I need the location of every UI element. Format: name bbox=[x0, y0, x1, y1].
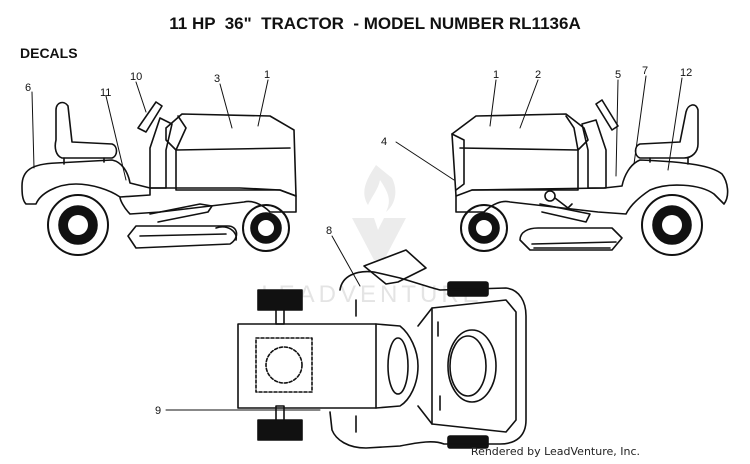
callout-10: 10 bbox=[130, 71, 142, 83]
diagram-title: 11 HP 36" TRACTOR - MODEL NUMBER RL1136A bbox=[169, 14, 581, 33]
section-label: DECALS bbox=[20, 45, 78, 61]
callout-1-right: 1 bbox=[493, 69, 499, 81]
top-rear-tire-upper bbox=[257, 289, 303, 311]
top-chute bbox=[363, 249, 427, 285]
left-side-view: 6 11 10 3 1 bbox=[21, 69, 297, 256]
callout-9: 9 bbox=[155, 405, 161, 417]
left-body bbox=[21, 159, 151, 205]
callout-2: 2 bbox=[535, 69, 541, 81]
left-steering-wheel bbox=[137, 101, 163, 133]
left-hood bbox=[165, 113, 297, 197]
top-grille bbox=[447, 329, 497, 403]
right-front-wheel bbox=[460, 204, 508, 252]
left-rear-wheel bbox=[47, 194, 109, 256]
top-front-tire-lower bbox=[447, 435, 489, 449]
callout-11: 11 bbox=[100, 87, 111, 99]
right-hood bbox=[451, 113, 589, 197]
top-fuel-tank-outline bbox=[255, 337, 313, 393]
top-body bbox=[329, 270, 527, 449]
callout-4: 4 bbox=[381, 136, 387, 148]
render-credit: Rendered by LeadVenture, Inc. bbox=[470, 445, 640, 458]
top-rear-deck bbox=[237, 323, 377, 409]
left-seat bbox=[54, 101, 118, 159]
callout-1-left: 1 bbox=[264, 69, 270, 81]
right-dash bbox=[581, 119, 607, 189]
top-rear-tire-lower bbox=[257, 419, 303, 441]
top-hood bbox=[417, 299, 517, 433]
left-dash bbox=[149, 117, 173, 189]
top-view: 8 9 bbox=[155, 225, 527, 449]
left-mower-deck bbox=[127, 225, 238, 249]
left-leader-lines bbox=[31, 79, 269, 181]
right-mower-deck bbox=[519, 227, 623, 251]
callout-3: 3 bbox=[214, 73, 220, 85]
right-side-view: 4 1 2 5 7 12 bbox=[381, 65, 729, 256]
callout-8: 8 bbox=[326, 225, 332, 237]
right-seat bbox=[634, 104, 699, 159]
callout-12: 12 bbox=[680, 67, 692, 79]
callout-5: 5 bbox=[615, 69, 621, 81]
callout-6: 6 bbox=[25, 82, 31, 94]
top-leader-lines bbox=[165, 235, 361, 411]
right-steering-wheel bbox=[595, 99, 619, 131]
right-body bbox=[455, 159, 729, 215]
left-front-wheel bbox=[242, 204, 290, 252]
left-frame bbox=[119, 187, 297, 215]
right-rear-wheel bbox=[641, 194, 703, 256]
right-leader-lines bbox=[395, 75, 683, 181]
callout-7: 7 bbox=[642, 65, 648, 77]
